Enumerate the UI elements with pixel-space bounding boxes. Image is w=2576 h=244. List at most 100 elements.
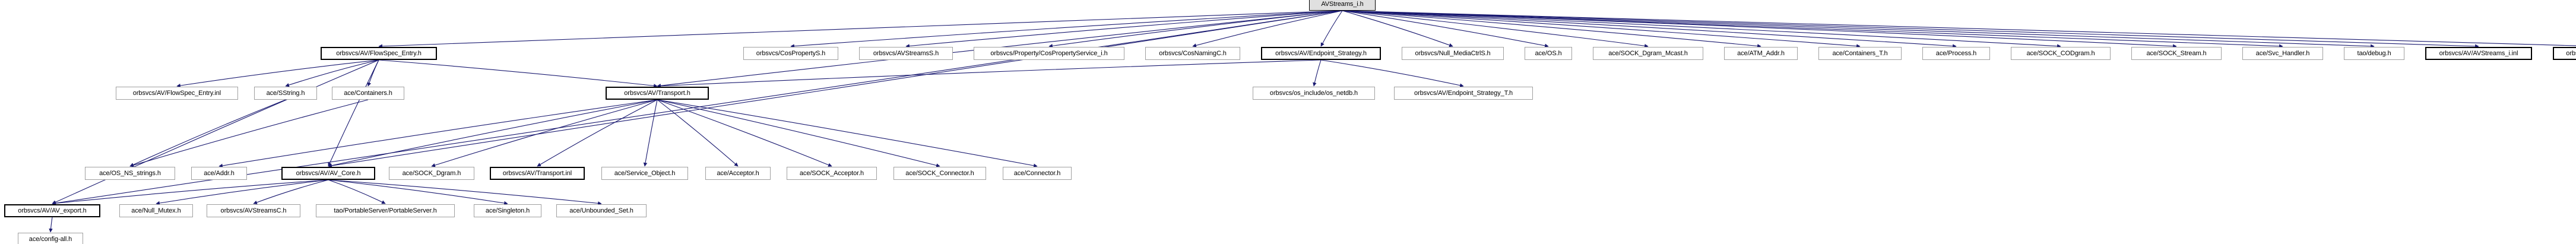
graph-node-n41[interactable]: ace/config-all.h	[18, 233, 83, 244]
graph-edge	[1048, 10, 1343, 48]
graph-edge	[1342, 10, 1649, 48]
graph-node-n13[interactable]: ace/SOCK_CODgram.h	[2011, 47, 2111, 60]
graph-node-n38[interactable]: tao/PortableServer/PortableServer.h	[316, 204, 455, 217]
graph-edge	[1342, 10, 1861, 48]
graph-node-n35[interactable]: orbsvcs/AV/AV_export.h	[4, 204, 100, 217]
graph-node-n1[interactable]: orbsvcs/AV/FlowSpec_Entry.h	[321, 47, 437, 60]
graph-edge	[1342, 10, 2375, 49]
graph-node-n4[interactable]: orbsvcs/Property/CosPropertyService_i.h	[974, 47, 1124, 60]
graph-edge	[1320, 59, 1464, 87]
graph-node-n40[interactable]: ace/Unbounded_Set.h	[556, 204, 647, 217]
graph-node-n28[interactable]: ace/SOCK_Dgram.h	[389, 167, 474, 180]
graph-node-n6[interactable]: orbsvcs/AV/Endpoint_Strategy.h	[1261, 47, 1381, 60]
graph-node-n32[interactable]: ace/SOCK_Acceptor.h	[787, 167, 877, 180]
graph-node-n27[interactable]: orbsvcs/AV/AV_Core.h	[281, 167, 375, 180]
graph-edge	[52, 59, 379, 204]
graph-node-label: orbsvcs/CosNamingC.h	[1159, 49, 1227, 57]
graph-node-label: ace/Svc_Handler.h	[2255, 49, 2310, 57]
graph-node-label: ace/Singleton.h	[485, 207, 530, 214]
graph-node-n20[interactable]: ace/SString.h	[254, 87, 317, 100]
graph-node-n21[interactable]: ace/Containers.h	[332, 87, 404, 100]
graph-node-n9[interactable]: ace/SOCK_Dgram_Mcast.h	[1593, 47, 1703, 60]
graph-edge	[328, 179, 602, 205]
graph-edge	[1192, 10, 1343, 47]
graph-node-label: ace/config-all.h	[28, 235, 72, 243]
graph-edge	[378, 10, 1343, 49]
graph-node-label: ace/SOCK_CODgram.h	[2026, 49, 2095, 57]
graph-node-n26[interactable]: ace/Addr.h	[191, 167, 247, 180]
graph-node-label: orbsvcs/AV/Transport.inl	[502, 169, 572, 177]
graph-node-label: orbsvcs/Null_MediaCtrlS.h	[1415, 49, 1491, 57]
graph-node-n16[interactable]: tao/debug.h	[2344, 47, 2404, 60]
graph-edge	[657, 59, 1322, 88]
graph-node-n33[interactable]: ace/SOCK_Connector.h	[893, 167, 986, 180]
graph-edge	[1342, 10, 1549, 48]
graph-edge	[1342, 10, 1453, 47]
graph-node-n0[interactable]: AVStreams_i.h	[1309, 0, 1376, 11]
graph-node-n7[interactable]: orbsvcs/Null_MediaCtrlS.h	[1402, 47, 1504, 60]
graph-edge	[328, 59, 379, 167]
graph-node-label: orbsvcs/CosPropertyS.h	[756, 49, 826, 57]
graph-node-label: ace/Process.h	[1935, 49, 1977, 57]
graph-edge	[52, 179, 329, 205]
graph-node-label: ace/Acceptor.h	[717, 169, 759, 177]
graph-edge	[328, 179, 508, 205]
graph-node-n25[interactable]: ace/OS_NS_strings.h	[85, 167, 175, 180]
graph-node-label: ace/Connector.h	[1013, 169, 1061, 177]
graph-edge	[1342, 10, 2177, 49]
graph-edge	[1320, 10, 1343, 47]
graph-node-label: ace/ATM_Addr.h	[1737, 49, 1785, 57]
graph-node-label: orbsvcs/Property/CosPropertyService_i.h	[990, 49, 1108, 57]
graph-node-n17[interactable]: orbsvcs/AV/AVStreams_i.inl	[2425, 47, 2532, 60]
graph-node-label: tao/debug.h	[2357, 49, 2391, 57]
graph-edge	[1342, 10, 1761, 48]
graph-node-label: tao/PortableServer/PortableServer.h	[334, 207, 437, 214]
graph-edge	[129, 99, 286, 167]
graph-edge	[328, 10, 1343, 168]
graph-edge	[1342, 10, 2061, 48]
graph-node-n31[interactable]: ace/Acceptor.h	[705, 167, 771, 180]
graph-node-n12[interactable]: ace/Process.h	[1922, 47, 1990, 60]
graph-node-n23[interactable]: orbsvcs/os_include/os_netdb.h	[1253, 87, 1375, 100]
graph-node-n36[interactable]: ace/Null_Mutex.h	[119, 204, 193, 217]
graph-node-n3[interactable]: orbsvcs/AVStreamsS.h	[859, 47, 953, 60]
graph-node-n5[interactable]: orbsvcs/CosNamingC.h	[1145, 47, 1240, 60]
graph-edge	[49, 217, 53, 233]
graph-edge	[253, 179, 329, 205]
graph-node-n19[interactable]: orbsvcs/AV/FlowSpec_Entry.inl	[116, 87, 238, 100]
graph-edge	[328, 179, 386, 204]
graph-node-n39[interactable]: ace/Singleton.h	[474, 204, 541, 217]
graph-node-label: orbsvcs/os_include/os_netdb.h	[1269, 89, 1358, 97]
graph-node-n11[interactable]: ace/Containers_T.h	[1818, 47, 1902, 60]
graph-node-label: ace/SOCK_Dgram_Mcast.h	[1608, 49, 1688, 57]
graph-node-n15[interactable]: ace/Svc_Handler.h	[2242, 47, 2323, 60]
graph-edge	[1313, 59, 1322, 87]
graph-node-n22[interactable]: orbsvcs/AV/Transport.h	[606, 87, 709, 100]
graph-node-label: ace/SOCK_Stream.h	[2146, 49, 2207, 57]
graph-node-n10[interactable]: ace/ATM_Addr.h	[1724, 47, 1798, 60]
graph-edge	[657, 99, 832, 167]
graph-node-n14[interactable]: ace/SOCK_Stream.h	[2131, 47, 2222, 60]
graph-node-n2[interactable]: orbsvcs/CosPropertyS.h	[743, 47, 838, 60]
graph-node-label: orbsvcs/AV/Endpoint_Strategy.h	[1275, 49, 1367, 57]
graph-node-label: ace/SOCK_Connector.h	[905, 169, 974, 177]
graph-node-n8[interactable]: ace/OS.h	[1525, 47, 1572, 60]
graph-edge	[657, 99, 1038, 168]
graph-edge	[643, 99, 658, 167]
graph-node-n37[interactable]: orbsvcs/AVStreamsC.h	[207, 204, 300, 217]
graph-node-label: orbsvcs/AV/Endpoint_Strategy_T.h	[1414, 89, 1513, 97]
graph-edge	[378, 59, 658, 88]
graph-node-n30[interactable]: ace/Service_Object.h	[601, 167, 688, 180]
graph-edge	[1342, 10, 2576, 46]
graph-node-n29[interactable]: orbsvcs/AV/Transport.inl	[490, 167, 585, 180]
graph-edge	[129, 99, 369, 167]
graph-node-label: orbsvcs/AV/FlowSpec_Entry.h	[336, 49, 422, 57]
graph-node-n34[interactable]: ace/Connector.h	[1003, 167, 1072, 180]
graph-node-label: orbsvcs/AV/Transport.h	[624, 89, 690, 97]
graph-node-label: ace/Service_Object.h	[614, 169, 676, 177]
graph-node-label: ace/Unbounded_Set.h	[569, 207, 633, 214]
graph-node-n18[interactable]: orbsvcs/AV/Flows_T.h	[2553, 47, 2576, 60]
graph-edge	[1342, 10, 1957, 48]
graph-node-n24[interactable]: orbsvcs/AV/Endpoint_Strategy_T.h	[1394, 87, 1533, 100]
graph-node-label: orbsvcs/AVStreamsS.h	[873, 49, 939, 57]
